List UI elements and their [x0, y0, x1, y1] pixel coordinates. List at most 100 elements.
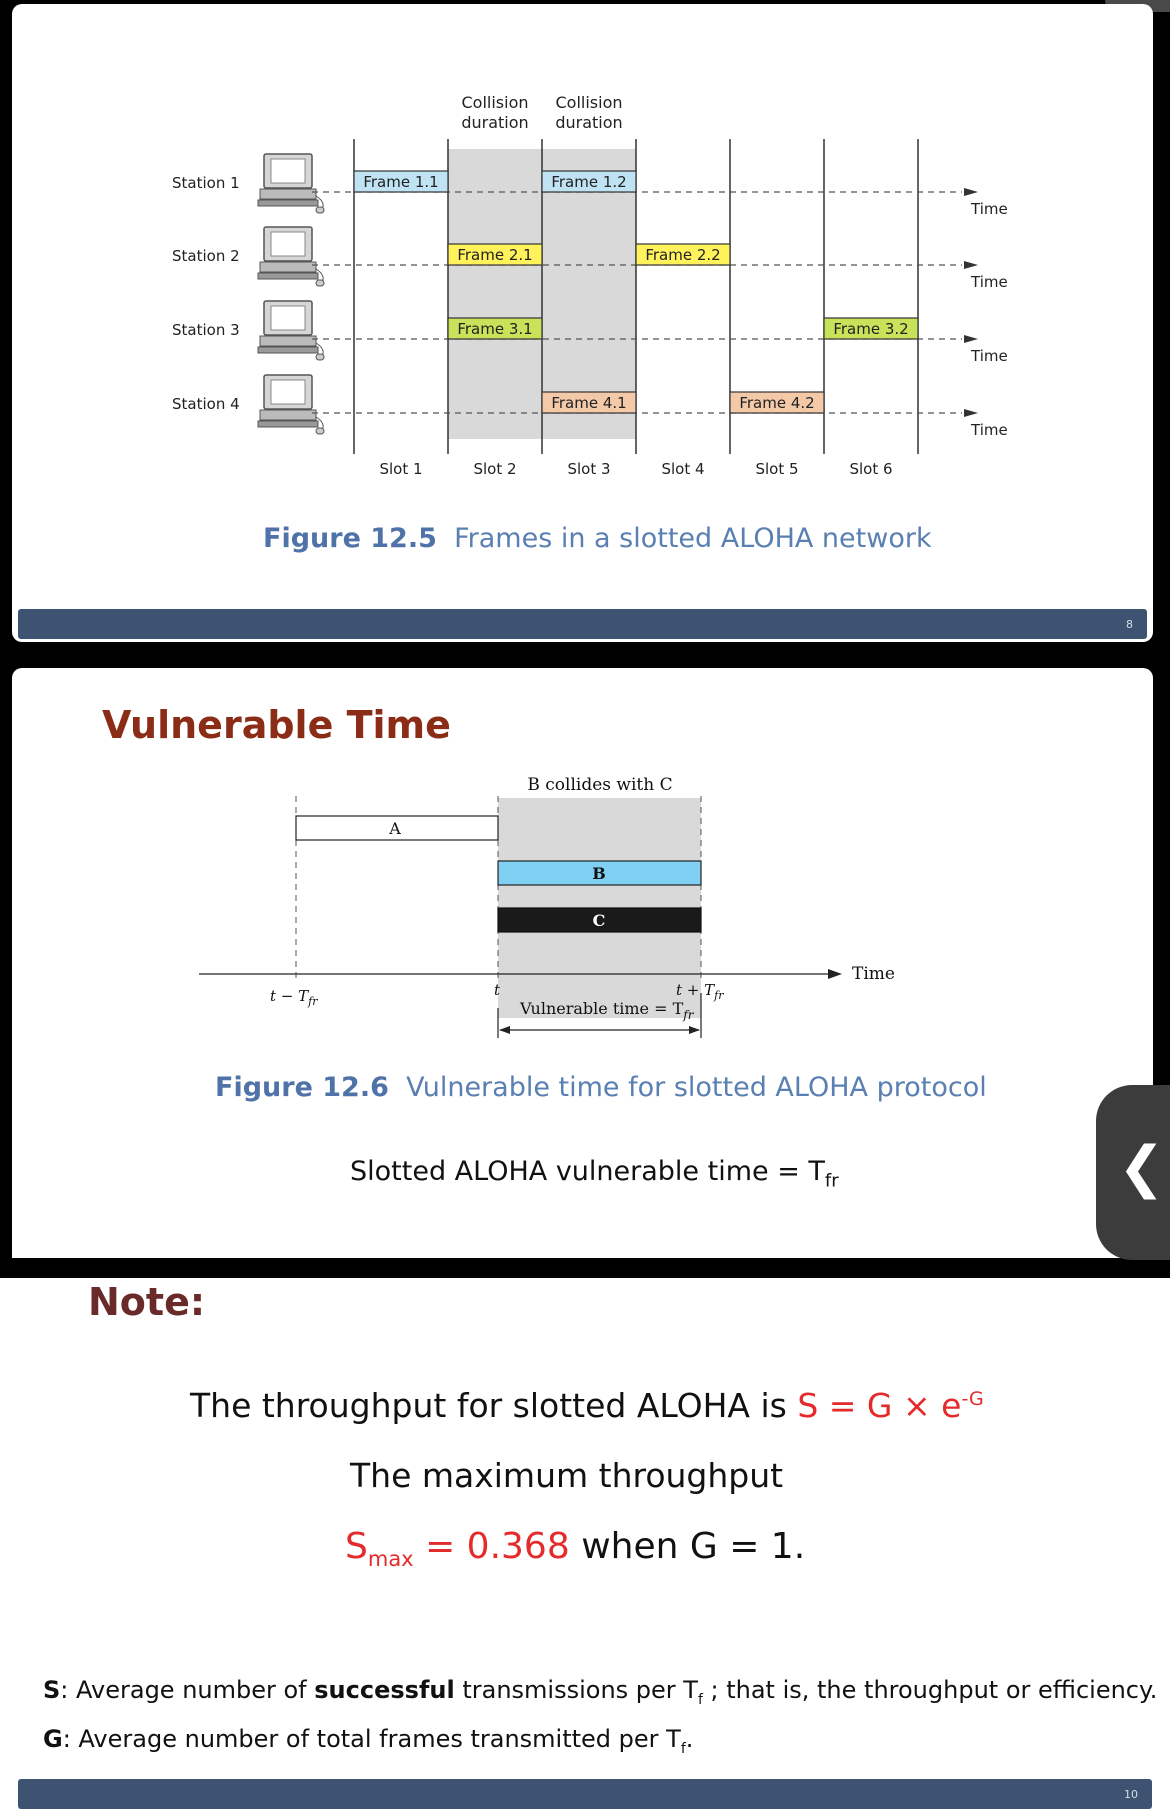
time-arrow: [964, 261, 978, 269]
def-g-sub: f: [680, 1740, 686, 1757]
time-arrow: [964, 188, 978, 196]
formula-subscript: fr: [824, 1170, 839, 1192]
slide-footer-bar: 10: [18, 1779, 1152, 1809]
frame-4-1-box: [541, 391, 637, 414]
computer-icon: [257, 153, 325, 214]
slide-9: Vulnerable Time B collides with C A B C …: [12, 668, 1153, 1258]
slot-label-1: Slot 1: [379, 460, 422, 478]
frame-3-1-box: [447, 317, 543, 340]
frame-2-1-label: Frame 2.1: [457, 246, 532, 264]
chevron-left-icon: ❮: [1118, 1135, 1165, 1200]
collision-region-slot2: [448, 149, 542, 439]
figure-number: Figure 12.5: [263, 523, 437, 554]
time-label-3: Time: [970, 347, 1008, 365]
frame-1-1-label: Frame 1.1: [363, 173, 438, 191]
frame-b-label: B: [592, 864, 606, 883]
time-axis-arrow: [828, 969, 842, 979]
smax-symbol: S: [345, 1526, 368, 1567]
time-label: Time: [852, 964, 895, 984]
figure-caption-text: Vulnerable time for slotted ALOHA protoc…: [406, 1072, 987, 1103]
vulnerable-time-label: Vulnerable time = Tfr: [519, 999, 695, 1022]
throughput-prefix: The throughput for slotted ALOHA is: [190, 1386, 798, 1425]
smax-subscript: max: [367, 1547, 414, 1572]
figure-number: Figure 12.6: [215, 1072, 389, 1103]
max-throughput-line: The maximum throughput: [350, 1456, 784, 1495]
def-s-pre: : Average number of: [60, 1676, 315, 1704]
frame-a-box: [295, 815, 499, 841]
t-minus-label: t − Tfr: [270, 987, 318, 1008]
smax-condition: when G = 1.: [569, 1526, 806, 1567]
frame-3-1-label: Frame 3.1: [457, 320, 532, 338]
collision-label-1b: duration: [461, 113, 528, 132]
note-label: Note:: [88, 1280, 206, 1324]
definition-s: S: Average number of successful transmis…: [43, 1676, 1157, 1708]
smax-line: Smax = 0.368 when G = 1.: [345, 1526, 805, 1571]
frame-1-2-label: Frame 1.2: [551, 173, 626, 191]
slot-label-3: Slot 3: [567, 460, 610, 478]
time-label-1: Time: [970, 200, 1008, 218]
station-label-2: Station 2: [172, 247, 240, 265]
frame-a-label: A: [388, 819, 401, 838]
frame-4-2-label: Frame 4.2: [739, 394, 814, 412]
collide-label: B collides with C: [527, 775, 672, 795]
slide-footer-bar: 8: [18, 609, 1147, 639]
vulnerable-time-formula: Slotted ALOHA vulnerable time = Tfr: [350, 1156, 839, 1191]
collision-label-1a: Collision: [461, 93, 528, 112]
def-g-end: .: [685, 1725, 694, 1753]
smax-value: = 0.368: [413, 1526, 570, 1567]
frame-4-2-box: [729, 391, 825, 414]
figure-caption-text: Frames in a slotted ALOHA network: [454, 523, 932, 554]
station-label-3: Station 3: [172, 321, 240, 339]
collision-label-2a: Collision: [555, 93, 622, 112]
def-s-end: ; that is, the throughput or efficiency.: [702, 1676, 1158, 1704]
t-plus-label: t + Tfr: [676, 981, 724, 1002]
frame-2-2-box: [635, 243, 731, 266]
slide-title: Vulnerable Time: [102, 703, 451, 747]
computer-icon: [257, 300, 325, 361]
def-s-bold: successful: [314, 1676, 455, 1704]
frame-4-1-label: Frame 4.1: [551, 394, 626, 412]
vulnerable-span-arrow-left: [499, 1026, 510, 1034]
time-arrow: [964, 335, 978, 343]
page-number: 10: [1124, 1788, 1138, 1801]
throughput-line: The throughput for slotted ALOHA is S = …: [190, 1386, 984, 1425]
t-label: t: [494, 981, 501, 999]
vulnerable-span-arrow-right: [689, 1026, 700, 1034]
time-label-4: Time: [970, 421, 1008, 439]
def-s-key: S: [43, 1676, 61, 1704]
frame-3-2-box: [823, 317, 919, 340]
slot-label-5: Slot 5: [755, 460, 798, 478]
def-g-key: G: [43, 1725, 63, 1753]
collision-label-2b: duration: [555, 113, 622, 132]
frame-3-2-label: Frame 3.2: [833, 320, 908, 338]
figure-caption: Figure 12.5 Frames in a slotted ALOHA ne…: [263, 523, 932, 554]
computer-icon: [257, 226, 325, 287]
computer-icon: [257, 374, 325, 435]
collision-region-slot3: [542, 149, 636, 439]
station-label-4: Station 4: [172, 395, 240, 413]
def-s-post: transmissions per T: [454, 1676, 698, 1704]
frame-2-1-box: [447, 243, 543, 266]
throughput-exponent: -G: [961, 1388, 984, 1410]
time-arrow: [964, 409, 978, 417]
frame-1-1-box: [353, 170, 449, 193]
vulnerable-time-diagram: B collides with C A B C Time t − Tfr t t…: [199, 775, 895, 1038]
time-label-2: Time: [970, 273, 1008, 291]
slot-label-4: Slot 4: [661, 460, 704, 478]
def-g-text: : Average number of total frames transmi…: [62, 1725, 681, 1753]
slide-10: Note: The throughput for slotted ALOHA i…: [0, 1278, 1170, 1814]
back-navigation-tab[interactable]: ❮: [1096, 1085, 1170, 1260]
frame-1-2-box: [541, 170, 637, 193]
frame-c-box: [497, 907, 702, 933]
frame-c-label: C: [593, 911, 606, 930]
station-label-1: Station 1: [172, 174, 240, 192]
figure-caption: Figure 12.6 Vulnerable time for slotted …: [215, 1072, 987, 1103]
frame-2-2-label: Frame 2.2: [645, 246, 720, 264]
slot-label-2: Slot 2: [473, 460, 516, 478]
page-number: 8: [1126, 618, 1133, 631]
definition-g: G: Average number of total frames transm…: [43, 1725, 693, 1757]
slot-label-6: Slot 6: [849, 460, 892, 478]
formula-text: Slotted ALOHA vulnerable time = T: [350, 1156, 825, 1187]
